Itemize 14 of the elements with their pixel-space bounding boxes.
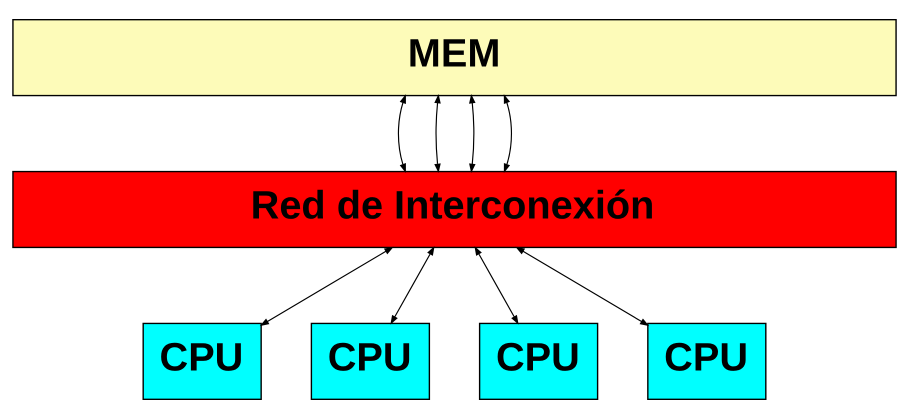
arrow <box>390 246 435 324</box>
node-box: CPU <box>142 322 262 400</box>
node-box: CPU <box>647 322 767 400</box>
node-box: Red de Interconexión <box>12 170 897 248</box>
node-box: CPU <box>478 322 598 400</box>
arrow <box>260 246 394 326</box>
arrow <box>398 94 406 172</box>
arrow <box>515 246 650 326</box>
arrow <box>504 94 512 172</box>
arrow <box>474 246 519 324</box>
node-box: CPU <box>310 322 430 400</box>
node-box: MEM <box>12 18 897 96</box>
arrow <box>469 94 476 173</box>
arrow <box>434 94 441 173</box>
